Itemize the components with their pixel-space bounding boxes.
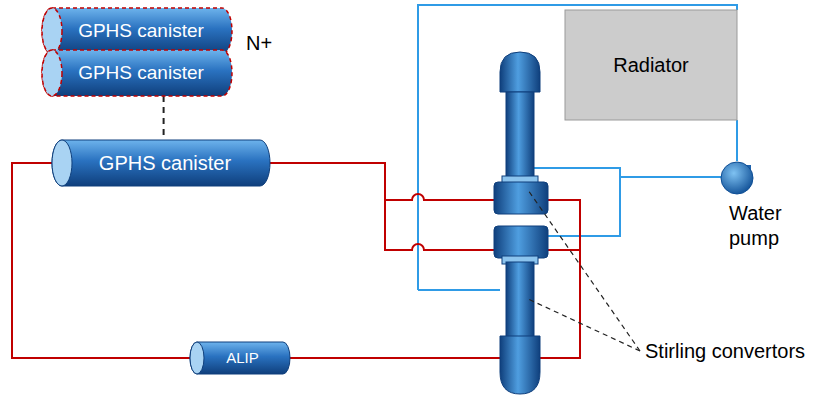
gphs-canister: GPHS canister xyxy=(42,50,232,96)
water-line xyxy=(736,120,738,161)
gphs-canister: GPHS canister xyxy=(42,8,232,54)
leader-line xyxy=(528,190,640,351)
node-text: ALIP xyxy=(226,349,259,366)
stirling-convertor xyxy=(494,226,548,394)
node-text: GPHS canister xyxy=(78,62,204,84)
nak-loop-line xyxy=(12,163,190,358)
node-text: Radiator xyxy=(613,54,689,77)
hot-line xyxy=(270,163,494,250)
cylinder-end xyxy=(42,50,62,96)
radiator-box: Radiator xyxy=(565,10,737,120)
nak-lines xyxy=(270,163,580,358)
convertor-dome xyxy=(500,336,540,394)
convertor-hot-end xyxy=(494,182,548,214)
part-label: Stirling convertors xyxy=(645,340,805,363)
return-line xyxy=(548,249,580,251)
stack-link xyxy=(163,96,165,140)
cylinder-body xyxy=(42,50,232,96)
node-text: GPHS canister xyxy=(99,152,231,175)
return-line xyxy=(290,200,580,358)
node-text: Water pump xyxy=(729,201,782,251)
hot-line xyxy=(385,194,494,200)
cylinder-body xyxy=(190,342,290,374)
stirling-convertor xyxy=(494,52,548,214)
cylinder-end xyxy=(190,342,204,374)
radiator-panel xyxy=(565,10,737,120)
water-lines xyxy=(418,5,737,290)
count-label: N+ xyxy=(246,32,272,55)
convertor-body xyxy=(506,92,534,180)
leader-lines xyxy=(526,190,640,351)
alip-pump: ALIP xyxy=(190,342,290,374)
cylinder-body xyxy=(52,140,270,186)
cylinder-end xyxy=(52,140,72,186)
pump-symbol xyxy=(721,161,761,195)
cylinder-body xyxy=(42,8,232,54)
water-line xyxy=(620,176,721,178)
pump-body xyxy=(721,162,753,194)
convertor-dome xyxy=(500,52,540,92)
water-line xyxy=(418,5,737,290)
node-text: GPHS canister xyxy=(78,20,204,42)
convertor-hot-end xyxy=(494,226,548,258)
cylinder-end xyxy=(42,8,62,54)
leader-line xyxy=(526,298,640,351)
gphs-canister: GPHS canister xyxy=(52,140,270,186)
water-line xyxy=(418,289,500,291)
water-pump: Water pump xyxy=(721,161,786,255)
